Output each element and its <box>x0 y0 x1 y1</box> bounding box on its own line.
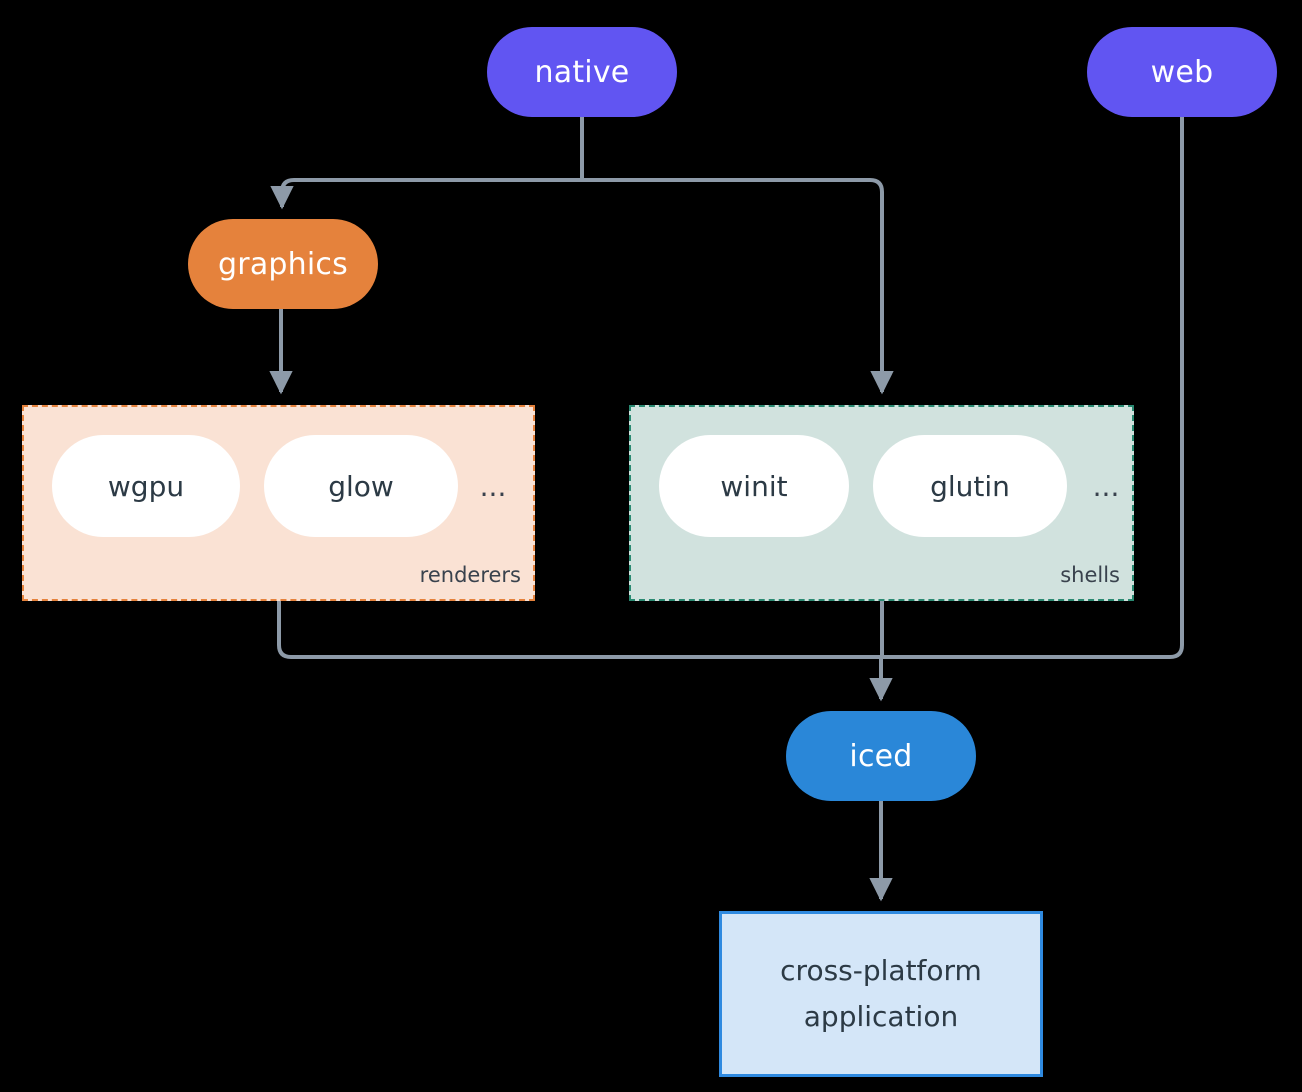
chip-wgpu-label: wgpu <box>107 469 185 503</box>
cluster-shells-label: shells <box>1060 563 1120 587</box>
node-web-label: web <box>1150 54 1214 90</box>
chip-wgpu[interactable]: wgpu <box>52 435 240 537</box>
application-label-line1: cross-platform <box>780 953 982 987</box>
application-label-line2: application <box>803 1000 959 1033</box>
chip-glutin[interactable]: glutin <box>873 435 1067 537</box>
cluster-shells[interactable]: winit glutin ... shells <box>629 405 1134 601</box>
edge-native-to-shells <box>582 178 894 395</box>
chip-glow[interactable]: glow <box>264 435 458 537</box>
node-native[interactable]: native <box>487 27 677 117</box>
shells-more-ellipsis: ... <box>1092 469 1120 503</box>
chip-winit-label: winit <box>720 469 788 503</box>
node-web[interactable]: web <box>1087 27 1277 117</box>
edge-renderers-to-iced <box>277 601 881 659</box>
node-iced-label: iced <box>849 738 913 774</box>
cluster-renderers[interactable]: wgpu glow ... renderers <box>22 405 535 601</box>
chip-glow-label: glow <box>328 469 394 503</box>
chip-glutin-label: glutin <box>930 469 1010 503</box>
edge-native-to-graphics <box>270 178 582 210</box>
chip-winit[interactable]: winit <box>659 435 849 537</box>
node-graphics[interactable]: graphics <box>188 219 378 309</box>
renderers-more-ellipsis: ... <box>479 469 507 503</box>
node-native-label: native <box>534 54 630 90</box>
node-iced[interactable]: iced <box>786 711 976 801</box>
cluster-renderers-label: renderers <box>419 563 521 587</box>
node-cross-platform-application[interactable]: cross-platform application <box>719 911 1043 1077</box>
node-graphics-label: graphics <box>218 246 348 282</box>
